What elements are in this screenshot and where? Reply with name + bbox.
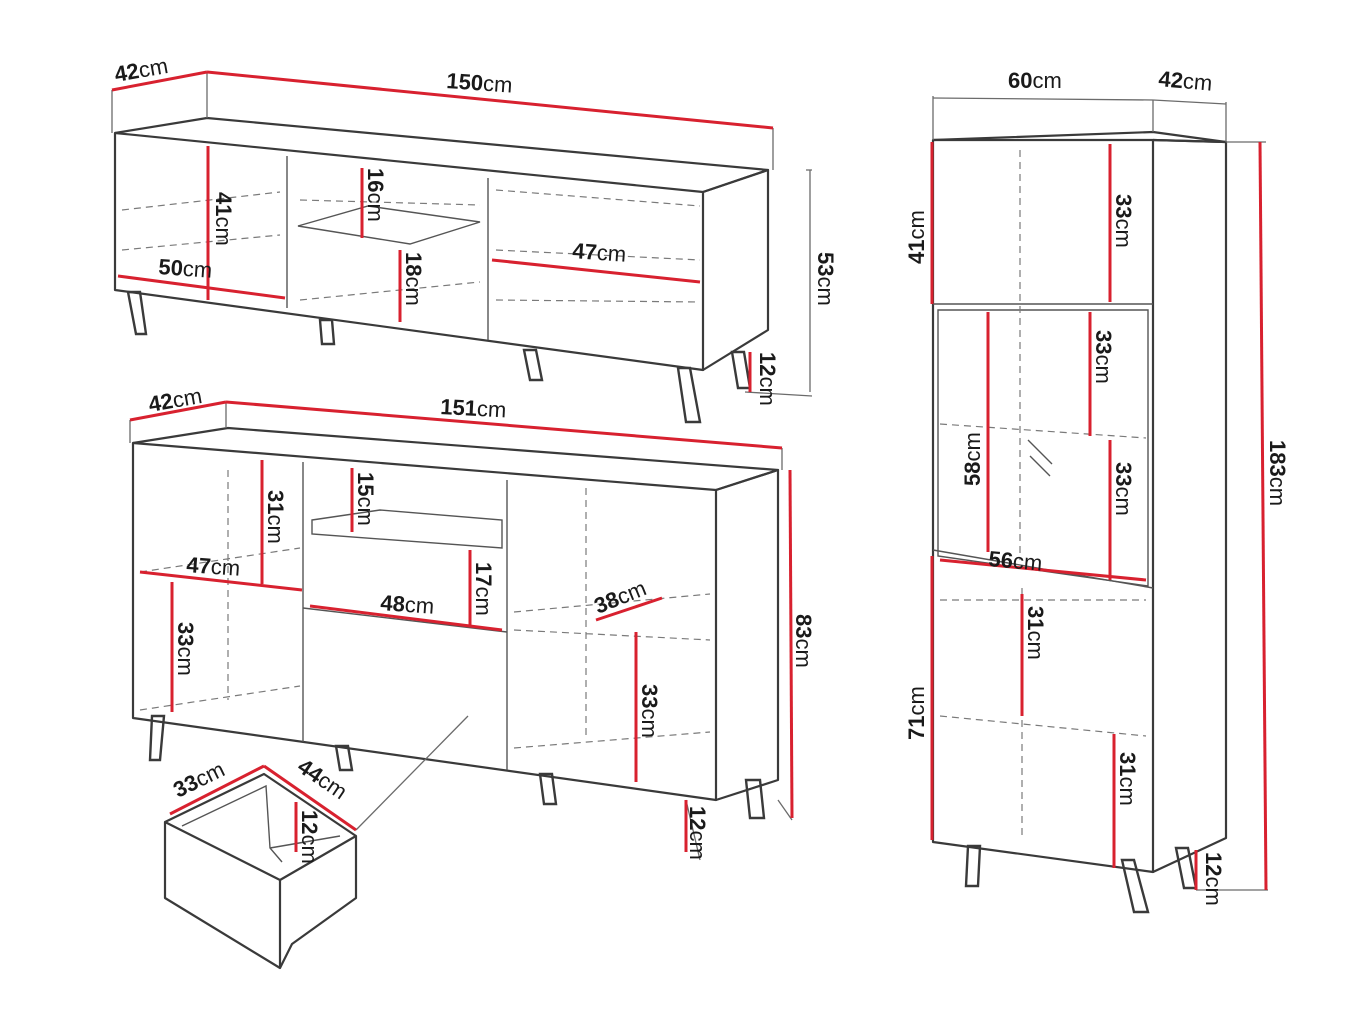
cab-glass-door — [937, 309, 1149, 587]
tv-depth-line — [111, 70, 208, 92]
dimension-labels: 42cm 150cm 53cm 12cm 41cm 50cm 16cm 18cm… — [113, 53, 1290, 906]
drawer-inner — [181, 784, 341, 863]
sb-middle-lower-label: 17cm — [471, 562, 496, 616]
sb-leg-2 — [334, 744, 354, 772]
sb-drawer-front — [302, 607, 508, 633]
sb-hidden-lines — [139, 470, 711, 749]
sb-width-label: 151cm — [440, 394, 507, 422]
tv-leg-2 — [318, 318, 336, 346]
drawer-side — [279, 834, 358, 969]
tv-leg-3 — [522, 348, 544, 382]
cab-hidden-lines — [939, 150, 1147, 840]
cab-depth-line — [1152, 99, 1227, 105]
sb-middle-width-label: 48cm — [380, 590, 435, 619]
cab-width-line — [932, 97, 1154, 101]
drawer-front — [163, 820, 282, 970]
tv-leg-4 — [676, 366, 702, 424]
cab-glass-upper-label: 33cm — [1091, 330, 1116, 384]
sb-right-depth-line — [595, 596, 663, 622]
tv-leg-1 — [126, 290, 148, 336]
cab-bottom-lower-label: 31cm — [1115, 752, 1140, 806]
cab-top-shelf-label: 33cm — [1111, 194, 1136, 248]
tv-depth-label: 42cm — [113, 53, 170, 87]
tv-compartment-height-label: 41cm — [211, 192, 236, 246]
drawer-top — [164, 772, 357, 837]
tv-shelf-upper-label: 16cm — [363, 168, 388, 222]
cab-height-label: 183cm — [1265, 440, 1290, 506]
tv-body-top — [114, 116, 770, 194]
sb-height-line — [788, 469, 794, 819]
sb-middle-width-line — [309, 604, 503, 632]
sb-leg-3 — [538, 772, 558, 806]
sb-leg-height-label: 12cm — [685, 806, 710, 860]
sb-open-shelf — [311, 509, 503, 549]
cab-side — [1152, 138, 1228, 873]
cab-inner-width-line — [939, 558, 1147, 582]
cab-inner-width-label: 56cm — [988, 546, 1044, 576]
sb-width-line — [225, 400, 783, 450]
drawer — [163, 764, 358, 970]
sb-middle-top-label: 15cm — [353, 472, 378, 526]
sb-left-upper-label: 31cm — [263, 490, 288, 544]
cab-top-section-label: 41cm — [904, 210, 929, 264]
tv-body-side — [702, 168, 770, 371]
callout-leader — [355, 715, 469, 831]
sb-left-width-line — [139, 570, 303, 592]
sb-body-top — [132, 426, 780, 492]
cab-leg-2 — [1120, 858, 1150, 914]
cab-width-label: 60cm — [1008, 68, 1062, 93]
sb-height-label: 83cm — [791, 614, 816, 668]
cab-bottom-section-label: 71cm — [904, 686, 929, 740]
cab-leg-1 — [964, 844, 982, 888]
sb-body-side — [715, 468, 780, 802]
tv-shelf — [297, 205, 481, 245]
cab-glass-lower-label: 33cm — [1111, 462, 1136, 516]
sb-depth-line — [129, 400, 227, 422]
cab-depth-label: 42cm — [1158, 66, 1214, 96]
tv-leg-height-label: 12cm — [755, 352, 780, 406]
drawer-height-label: 12cm — [297, 810, 322, 864]
sb-left-lower-label: 33cm — [173, 622, 198, 676]
cab-bottom-upper-label: 31cm — [1023, 606, 1048, 660]
tv-shelf-width-label: 47cm — [572, 238, 627, 267]
tv-leg-5 — [730, 350, 752, 390]
tv-shelf-width-line — [491, 258, 701, 284]
cab-height-line — [1258, 141, 1268, 891]
tv-width-line — [206, 70, 774, 130]
drawer-depth-line — [263, 764, 357, 832]
cab-leg-height-label: 12cm — [1201, 852, 1226, 906]
sb-right-lower-label: 33cm — [637, 684, 662, 738]
sb-leg-1 — [148, 714, 166, 762]
cab-glass-section-label: 58cm — [960, 432, 985, 486]
tv-width-label: 150cm — [446, 68, 514, 98]
tall-cabinet — [930, 96, 1268, 914]
tv-compartment-width-label: 50cm — [158, 254, 213, 283]
sideboard — [129, 400, 794, 861]
sb-depth-label: 42cm — [147, 383, 204, 417]
drawer-width-line — [169, 764, 265, 816]
tv-hidden-lines — [121, 189, 701, 303]
tv-unit — [111, 70, 813, 424]
cab-glass-glare — [1027, 439, 1053, 477]
tv-shelf-lower-label: 18cm — [401, 252, 426, 306]
sb-left-width-label: 47cm — [186, 552, 241, 581]
tv-height-label: 53cm — [813, 252, 838, 306]
tv-compartment-width-line — [117, 274, 286, 300]
